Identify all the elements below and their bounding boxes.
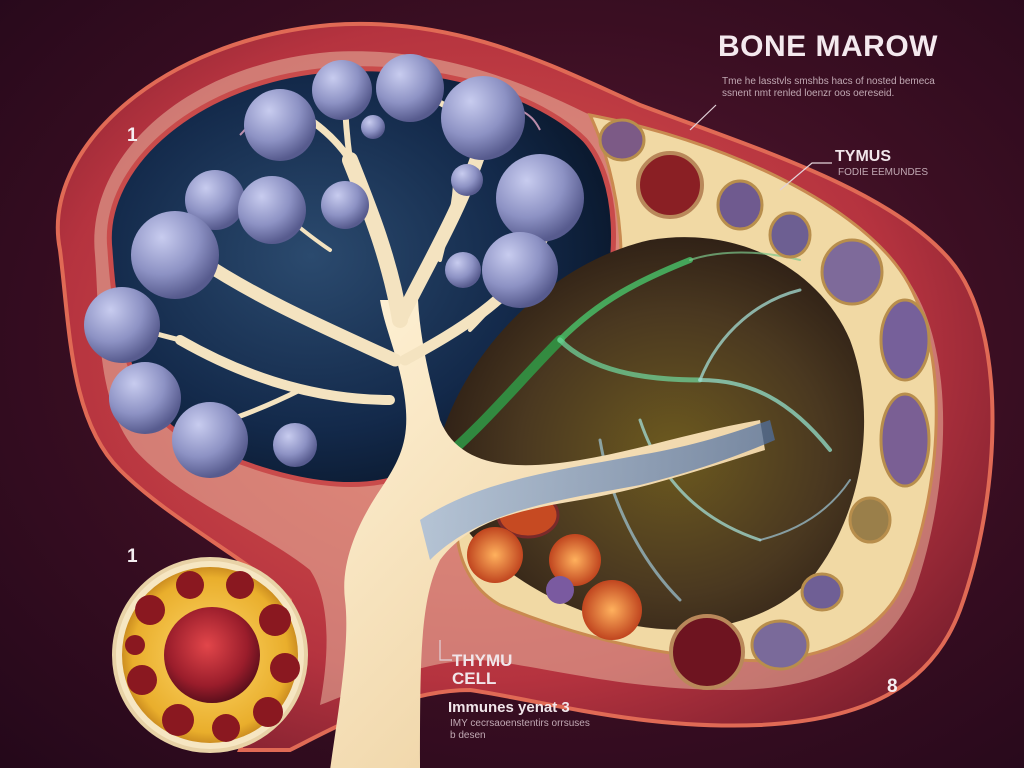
label-immune-subtext: IMY cecrsaoenstentirs orrsuses b desen [450, 718, 590, 741]
label-thymus-subtext: FODIE EEMUNDES [838, 167, 929, 178]
bone-pores [598, 118, 931, 690]
label-thymu-line1: THYMU [452, 651, 513, 670]
title-bone-marrow: BONE MAROW [718, 30, 938, 63]
blue-vessel [420, 420, 775, 560]
label-immune-title: Immunes yenat 3 [448, 699, 570, 716]
label-thymus: TYMUS [835, 148, 891, 165]
number-label-bottom-right: 8 [887, 676, 898, 697]
callout-leader-lines [439, 104, 832, 661]
number-label-top-left: 1 [127, 125, 138, 146]
title-subtext: Tme he lasstvls smshbs hacs of nosted be… [722, 76, 935, 99]
central-vessel-trunk [330, 300, 765, 768]
number-label-mid-left: 1 [127, 546, 138, 567]
label-thymu-cell: THYMU CELL [452, 652, 512, 688]
label-thymu-line2: CELL [452, 669, 497, 688]
bone-cross-section [112, 557, 308, 753]
stem-cells [84, 54, 584, 478]
